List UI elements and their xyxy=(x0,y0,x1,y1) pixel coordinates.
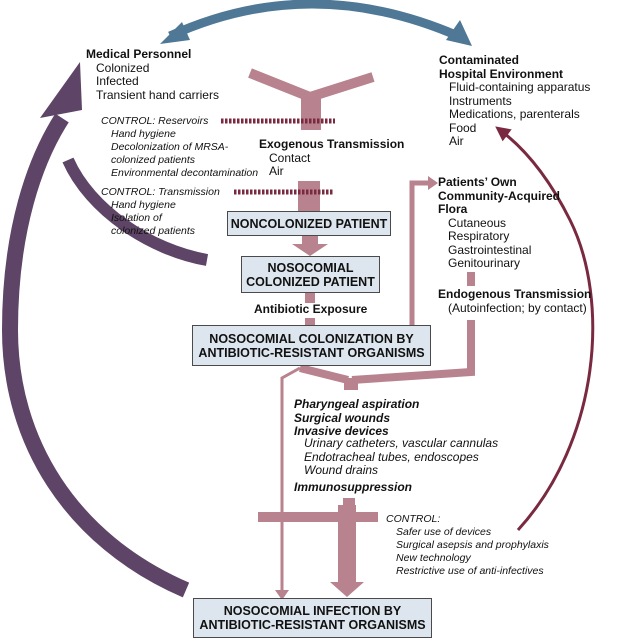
patients-flora-title-line: Flora xyxy=(438,202,468,216)
exogenous-item: Air xyxy=(269,164,284,178)
pink-stem-antibiotic-top xyxy=(305,293,315,303)
control-reservoirs-item: Environmental decontamination xyxy=(111,167,259,179)
hospital-environment-block: Contaminated Hospital Environment Fluid-… xyxy=(439,53,591,149)
exogenous-transmission-block: Exogenous Transmission Contact Air xyxy=(259,137,405,179)
colonized-patient-line2: COLONIZED PATIENT xyxy=(246,274,375,289)
invasive-device-item: Wound drains xyxy=(304,463,379,477)
control-transmission-item: Isolation of xyxy=(111,212,162,224)
endogenous-transmission-block: Endogenous Transmission (Autoinfection; … xyxy=(438,287,592,315)
resistant-colonization-box: NOSOCOMIAL COLONIZATION BY ANTIBIOTIC-RE… xyxy=(192,325,431,366)
noncolonized-patient-label: NONCOLONIZED PATIENT xyxy=(230,216,388,231)
antibiotic-exposure-label: Antibiotic Exposure xyxy=(254,302,368,316)
hospital-environment-item: Medications, parenterals xyxy=(449,107,580,121)
red-thin-arc xyxy=(495,126,595,532)
control-infection-title: CONTROL: xyxy=(386,513,441,525)
nosocomial-infection-line1: NOSOCOMIAL INFECTION BY xyxy=(223,604,402,618)
hospital-environment-title-line1: Contaminated xyxy=(439,53,520,67)
control-transmission-item: colonized patients xyxy=(111,225,196,237)
control-infection-item: New technology xyxy=(396,552,471,564)
control-infection-item: Surgical asepsis and prophylaxis xyxy=(396,539,549,551)
medical-personnel-item: Infected xyxy=(96,74,139,88)
medical-personnel-item: Transient hand carriers xyxy=(96,87,219,102)
risk-factor-item: Pharyngeal aspiration xyxy=(294,397,420,411)
exogenous-item: Contact xyxy=(269,150,311,165)
hospital-environment-item: Food xyxy=(449,120,477,135)
hospital-environment-title-line2: Hospital Environment xyxy=(439,66,564,81)
blue-arrowhead-right xyxy=(446,20,472,46)
blue-double-arrow xyxy=(168,0,460,41)
pink-line-to-flora xyxy=(409,180,430,330)
control-reservoirs-item: Hand hygiene xyxy=(111,128,176,140)
pink-wide-merge xyxy=(299,364,349,384)
medical-personnel-block: Medical Personnel Colonized Infected Tra… xyxy=(86,47,219,102)
invasive-devices-list: Urinary catheters, vascular cannulas End… xyxy=(304,436,499,478)
invasive-device-item: Urinary catheters, vascular cannulas xyxy=(304,436,499,450)
control-transmission-block: CONTROL: Transmission Hand hygiene Isola… xyxy=(101,186,220,238)
noncolonized-patient-box: NONCOLONIZED PATIENT xyxy=(227,211,391,236)
pink-stem-risk-bottom xyxy=(343,498,355,508)
pink-y-right-branch xyxy=(308,72,375,102)
hospital-environment-item: Instruments xyxy=(449,93,512,108)
pink-arrowhead-flora xyxy=(428,176,438,190)
blue-arrowhead-left xyxy=(160,22,190,44)
pink-stem-flora-endogenous xyxy=(467,272,475,286)
pink-endogenous-return xyxy=(351,320,475,384)
patients-flora-item: Genitourinary xyxy=(448,256,521,270)
control-reservoirs-item: colonized patients xyxy=(111,154,196,166)
pink-notch xyxy=(344,378,358,390)
nosocomial-infection-box: NOSOCOMIAL INFECTION BY ANTIBIOTIC-RESIS… xyxy=(193,598,432,638)
pink-arrowhead-colonized xyxy=(292,244,328,256)
patients-flora-title-line: Community-Acquired xyxy=(438,188,561,203)
endogenous-transmission-subtitle: (Autoinfection; by contact) xyxy=(448,300,587,315)
pink-thick-stem-infection xyxy=(338,505,356,585)
patients-flora-item: Gastrointestinal xyxy=(448,242,532,257)
control-infection-block: CONTROL: Safer use of devices Surgical a… xyxy=(386,513,549,578)
risk-factor-item: Surgical wounds xyxy=(294,410,391,425)
nosocomial-infection-line2: ANTIBIOTIC-RESISTANT ORGANISMS xyxy=(199,618,426,632)
patients-flora-block: Patients’ Own Community-Acquired Flora C… xyxy=(438,175,561,271)
nosocomial-colonized-patient-box: NOSOCOMIAL COLONIZED PATIENT xyxy=(241,256,380,293)
pink-y-left-branch xyxy=(248,68,312,102)
control-reservoirs-title: CONTROL: Reservoirs xyxy=(101,115,209,127)
pink-thin-arrowhead xyxy=(275,590,289,600)
control-reservoirs-block: CONTROL: Reservoirs Hand hygiene Decolon… xyxy=(101,115,258,180)
patients-flora-item: Respiratory xyxy=(448,229,510,243)
medical-personnel-title: Medical Personnel xyxy=(86,47,192,61)
control-reservoirs-item: Decolonization of MRSA- xyxy=(111,141,229,153)
pink-thick-arrowhead-infection xyxy=(330,582,364,597)
control-transmission-item: Hand hygiene xyxy=(111,199,176,211)
purple-outer-arc xyxy=(1,113,190,598)
pink-stem-to-noncolonized xyxy=(298,181,320,211)
control-infection-item: Safer use of devices xyxy=(396,526,492,538)
invasive-device-item: Endotracheal tubes, endoscopes xyxy=(304,449,479,464)
resistant-colonization-line1: NOSOCOMIAL COLONIZATION BY xyxy=(209,331,414,346)
exogenous-transmission-title: Exogenous Transmission xyxy=(259,137,405,151)
hospital-environment-item: Fluid-containing apparatus xyxy=(449,80,591,94)
control-infection-barrier xyxy=(258,512,378,522)
control-infection-item: Restrictive use of anti-infectives xyxy=(396,565,544,577)
endogenous-transmission-title: Endogenous Transmission xyxy=(438,287,592,301)
patients-flora-item: Cutaneous xyxy=(448,215,507,230)
risk-factor-item: Invasive devices xyxy=(294,424,389,438)
control-transmission-title: CONTROL: Transmission xyxy=(101,186,220,198)
colonized-patient-line1: NOSOCOMIAL xyxy=(267,260,354,275)
hospital-environment-item: Air xyxy=(449,134,464,148)
immunosuppression-label: Immunosuppression xyxy=(294,480,413,494)
purple-inner-arc xyxy=(62,157,209,266)
patients-flora-title-line: Patients’ Own xyxy=(438,175,517,189)
medical-personnel-item: Colonized xyxy=(96,60,150,75)
pink-arrow-shaft-colonized xyxy=(302,236,318,246)
risk-factors-block: Pharyngeal aspiration Surgical wounds In… xyxy=(294,397,420,439)
purple-outer-arrowhead xyxy=(40,62,82,118)
pink-y-stem xyxy=(301,95,321,130)
pink-stem-antibiotic-bottom xyxy=(305,318,315,326)
resistant-colonization-line2: ANTIBIOTIC-RESISTANT ORGANISMS xyxy=(198,345,425,360)
